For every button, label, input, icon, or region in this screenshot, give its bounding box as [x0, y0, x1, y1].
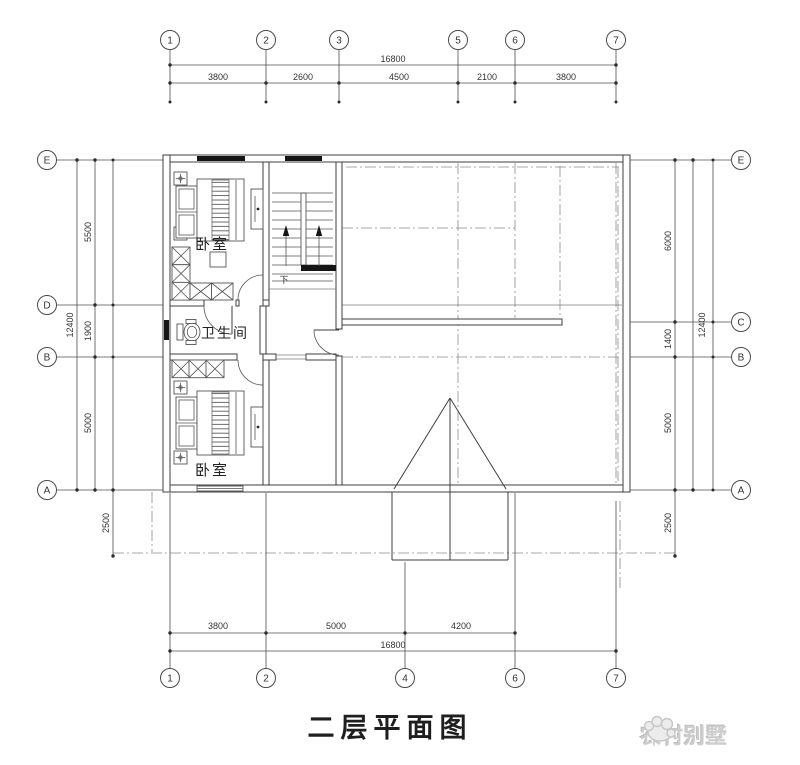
door-swing — [237, 359, 264, 386]
dimensions-right: 6000 1400 5000 12400 2500 — [630, 158, 731, 558]
wardrobe — [171, 281, 191, 301]
drawing-title: 二层平面图 — [307, 713, 473, 743]
dim-label: 3800 — [208, 72, 228, 82]
grid-bubble-label: 6 — [512, 673, 518, 684]
door-swing — [203, 305, 233, 335]
bedroom-upper-furniture: 卧室 — [171, 171, 264, 301]
terrace-door — [313, 329, 340, 356]
dim-label: 2600 — [293, 72, 313, 82]
grid-bubble-label: 7 — [613, 35, 619, 46]
dimensions-left: 12400 5500 1900 5000 2500 — [56, 158, 163, 558]
grid-bubbles-top: 1 2 3 5 6 7 — [160, 30, 626, 50]
dim-label: 16800 — [380, 54, 405, 64]
dim-label: 2500 — [101, 513, 111, 533]
grid-bubble-label: 1 — [167, 35, 173, 46]
dim-label: 4500 — [389, 72, 409, 82]
watermark-logo-icon — [643, 715, 676, 746]
dim-label: 5000 — [663, 413, 673, 433]
grid-bubble-label: 3 — [336, 35, 342, 46]
toilet — [183, 322, 201, 342]
toilet-tank — [176, 323, 184, 341]
nightstand — [173, 171, 188, 186]
dim-label: 5500 — [83, 222, 93, 242]
wardrobe — [171, 246, 191, 266]
grid-bubble-label: 7 — [613, 673, 619, 684]
dim-label: 5000 — [83, 413, 93, 433]
stool — [209, 251, 227, 268]
wardrobe — [171, 359, 191, 379]
grid-bubble-label: A — [738, 485, 745, 496]
grid-bubble-label: B — [44, 352, 51, 363]
dim-label: 2100 — [477, 72, 497, 82]
wardrobe — [171, 264, 191, 283]
grid-bubble-label: 2 — [263, 35, 269, 46]
grid-bubble-label: C — [737, 317, 744, 328]
dim-label: 1400 — [663, 329, 673, 349]
grid-and-roof-lines — [113, 163, 675, 590]
dimensions-top: 16800 3800 2600 4500 2100 3800 — [168, 50, 618, 104]
wardrobe — [205, 359, 225, 379]
bathroom-fixtures: 卫生间 — [176, 305, 247, 345]
dim-label: 12400 — [697, 312, 707, 337]
grid-bubble-label: E — [44, 155, 51, 166]
dim-label: 12400 — [65, 312, 75, 337]
window-bathroom — [164, 320, 169, 340]
grid-bubbles-right: E C B A — [731, 150, 751, 500]
window-bedroom-upper — [197, 156, 245, 161]
grid-bubble-label: 5 — [455, 35, 461, 46]
dim-label: 6000 — [663, 231, 673, 251]
grid-bubble-label: B — [738, 352, 745, 363]
bedroom-upper-label: 卧室 — [195, 236, 229, 253]
grid-bubbles-bottom: 1 2 4 6 7 — [160, 668, 626, 688]
dim-label: 1900 — [83, 321, 93, 341]
nightstand — [173, 450, 188, 465]
grid-bubble-label: 1 — [167, 673, 173, 684]
dim-label: 5000 — [326, 621, 346, 631]
staircase: 下 — [272, 192, 336, 285]
dim-label: 3800 — [556, 72, 576, 82]
grid-bubbles-left: E D B A — [37, 150, 57, 500]
stair-up-arrow — [315, 225, 323, 236]
door-swing — [313, 329, 340, 356]
dim-label: 4200 — [451, 621, 471, 631]
wardrobe — [188, 359, 208, 379]
grid-bubble-label: 2 — [263, 673, 269, 684]
grid-bubble-label: D — [43, 300, 50, 311]
grid-bubble-label: 6 — [512, 35, 518, 46]
stair-direction-label: 下 — [279, 275, 288, 285]
bedroom-lower-label: 卧室 — [195, 462, 229, 479]
porch-roof — [391, 397, 509, 561]
dim-label: 3800 — [208, 621, 228, 631]
nightstand — [173, 380, 188, 395]
bedroom-lower-furniture: 卧室 — [171, 359, 264, 479]
stair-up-arrow — [282, 225, 290, 236]
window-stairwell — [285, 156, 322, 161]
watermark: 农村别墅 — [640, 712, 795, 757]
dim-label: 16800 — [380, 640, 405, 650]
grid-bubble-label: A — [44, 485, 51, 496]
dimensions-bottom: 3800 5000 4200 16800 — [168, 493, 618, 668]
dim-label: 2500 — [663, 513, 673, 533]
door-swing — [237, 274, 264, 301]
windows — [164, 156, 322, 492]
grid-bubble-label: 4 — [402, 673, 408, 684]
grid-bubble-label: E — [738, 155, 745, 166]
